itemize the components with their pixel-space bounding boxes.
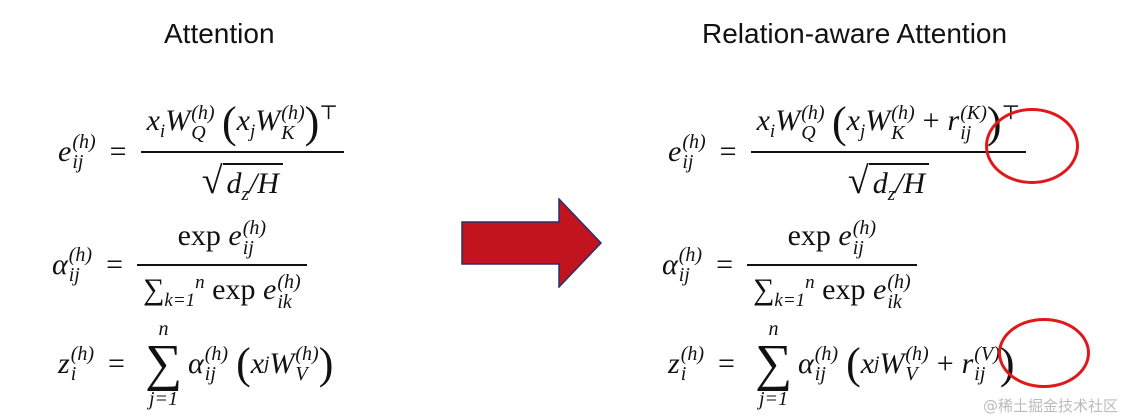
attention-alpha-equation: α(h)ij = exp e(h)ij ∑k=1n exp e(h)ik: [52, 218, 307, 312]
watermark: @稀土掘金技术社区: [982, 397, 1118, 415]
relation-aware-attention-heading: Relation-aware Attention: [702, 18, 1008, 49]
right-arrow-icon: [461, 198, 603, 288]
relation-aware-alpha-equation: α(h)ij = exp e(h)ij ∑k=1n exp e(h)ik: [662, 218, 917, 312]
highlight-circle-rv: [998, 318, 1090, 388]
highlight-circle-rk: [985, 108, 1079, 184]
attention-heading: Attention: [164, 18, 275, 49]
relation-aware-e-equation: e(h)ij = xiW(h)Q (xjW(h)K+r(K)ij)⊤ √dz/H: [668, 100, 1027, 204]
attention-e-equation: e(h)ij = xiW(h)Q (xjW(h)K)⊤ √dz/H: [58, 100, 345, 204]
